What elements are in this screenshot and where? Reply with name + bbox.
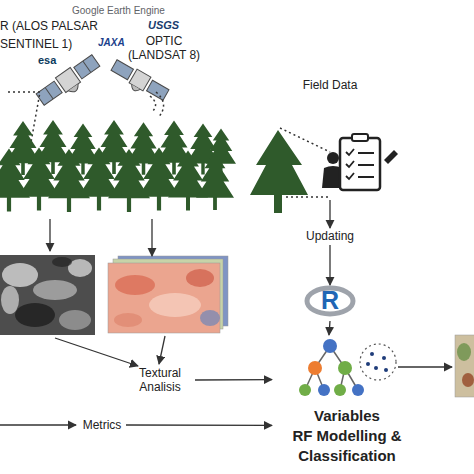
- logo-text: USGS: [148, 19, 179, 31]
- process-label: Updating: [300, 228, 360, 245]
- node-text: Field Data: [255, 78, 405, 93]
- field-tree: [250, 130, 308, 213]
- flow-arrow: [329, 321, 330, 335]
- r-logo: R: [304, 285, 356, 321]
- source-label: OPTIC (LANDSAT 8): [122, 34, 206, 64]
- node-text: Updating: [300, 228, 360, 244]
- node-text: OPTIC (LANDSAT 8): [122, 34, 206, 62]
- model-block: VariablesRF Modelling & Classification: [272, 335, 422, 470]
- node-text: Metrics: [78, 417, 126, 433]
- flow-arrow: [126, 424, 272, 426]
- logo-text: Google Earth Engine: [72, 5, 165, 16]
- forest-illustration: [0, 120, 236, 212]
- node-text: Variables: [272, 406, 422, 426]
- node-text: Textural Analisis: [125, 366, 195, 394]
- logo-text: JAXA: [98, 37, 125, 48]
- node-text: R (ALOS PALSAR SENTINEL 1): [0, 17, 112, 53]
- process-label: Textural Analisis: [125, 366, 195, 394]
- decision-tree-icon: [299, 339, 364, 396]
- node-text: RF Modelling & Classification: [272, 426, 422, 466]
- process-label: Metrics: [78, 417, 126, 433]
- satellite-icon: [35, 53, 104, 110]
- source-label: R (ALOS PALSAR SENTINEL 1): [0, 17, 112, 55]
- surveyor-icon: [322, 134, 398, 190]
- flow-arrow: [329, 200, 330, 228]
- random-forest-icon: [360, 344, 396, 380]
- logo-letter: R: [304, 285, 356, 315]
- flow-arrow: [329, 245, 330, 285]
- satellite-icon: [108, 58, 170, 105]
- optical-image: [108, 256, 228, 333]
- sar-image: [0, 255, 95, 335]
- output-map: [455, 335, 474, 397]
- flow-arrow: [0, 219, 452, 425]
- logo-text: esa: [38, 54, 56, 66]
- field-data-group: Field Data: [255, 78, 405, 200]
- flow-arrow: [195, 379, 272, 381]
